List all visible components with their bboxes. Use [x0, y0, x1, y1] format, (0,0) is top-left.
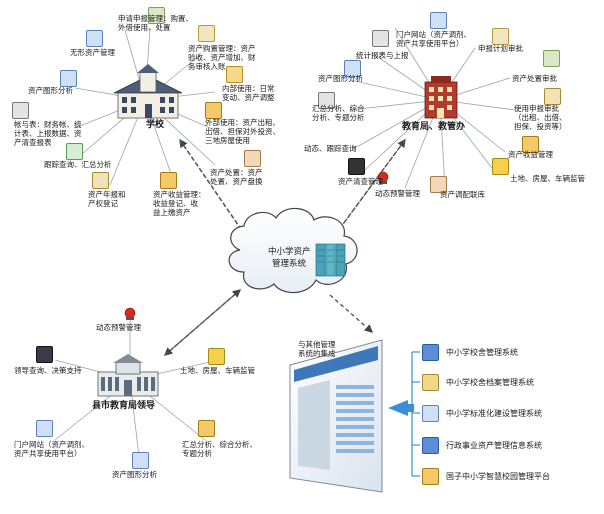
system-icon [422, 344, 439, 361]
edit-icon [198, 25, 215, 42]
monitor-icon [36, 420, 53, 437]
certificate-icon [92, 172, 109, 189]
school-item-external-use: 外部使用：资产出租、 出借、担保对外投资、 三地房屋使用 [205, 118, 280, 145]
document-icon [86, 30, 103, 47]
bureau-item-portal: 门户网站（资产调剂、 资产共享使用平台） [396, 30, 471, 48]
table-icon [12, 102, 29, 119]
bureau-item-analysis: 汇总分析、综合 分析、专题分析 [312, 104, 365, 122]
integration-screen [289, 339, 383, 493]
system-icon [422, 468, 439, 485]
system-item-archive: 中小学校舍档案管理系统 [446, 378, 534, 387]
school-item-internal-use: 内部使用：日常 变动、资产调整 [222, 84, 275, 102]
bureau-item-plan-approval: 申报计划审批 [478, 44, 523, 53]
system-icon [422, 374, 439, 391]
chart-icon [60, 70, 77, 87]
county-item-land: 土地、房屋、车辆监管 [180, 366, 255, 375]
coins-icon [522, 136, 539, 153]
integration-arrow [388, 400, 414, 416]
system-icon [422, 405, 439, 422]
person-icon [36, 346, 53, 363]
school-building-icon [113, 64, 183, 119]
system-item-admin-assets: 行政事业资产管理信息系统 [446, 441, 542, 450]
hand-icon [430, 176, 447, 193]
search-icon [66, 143, 83, 160]
county-item-alarm: 动态预警管理 [96, 323, 141, 332]
school-item-chart: 资产图形分析 [28, 86, 73, 95]
report-icon [372, 30, 389, 47]
system-item-standard: 中小学标准化建设管理系统 [446, 409, 542, 418]
chart-icon [344, 60, 361, 77]
school-item-intangible: 无形资产管理 [70, 48, 115, 57]
qr-code-icon [348, 158, 365, 175]
system-icon [422, 437, 439, 454]
analysis-icon [318, 92, 335, 109]
bureau-item-disposal-approval: 资产处置审批 [512, 74, 557, 83]
car-icon [492, 158, 509, 175]
coins-icon [198, 420, 215, 437]
system-item-building: 中小学校舍管理系统 [446, 348, 518, 357]
server-icon [315, 243, 346, 277]
school-item-revenue: 资产收益管理： 收益登记、收 益上缴资产 [153, 190, 206, 217]
bureau-item-inventory: 资产清查管理 [338, 177, 383, 186]
bureau-item-use-approval: 使用申报审批 （出租、出借、 担保、投资等） [514, 104, 567, 131]
bureau-item-stats: 统计报表与上报 [356, 51, 409, 60]
school-item-tracking: 跟踪查询、汇总分析 [44, 160, 112, 169]
hand-icon [244, 150, 261, 167]
bureau-title: 教育局、教管办 [402, 122, 466, 132]
system-item-smart-campus: 国子中小学智慧校园管理平台 [446, 472, 550, 481]
school-item-ledger: 帐与表：财务帐、统 计表、上报数据、资 产清查报表 [14, 120, 82, 147]
approval-icon [544, 88, 561, 105]
school-item-disposal: 资产处置：资产 处置、资产盘换 [210, 168, 263, 186]
bureau-building-icon [424, 76, 458, 119]
school-item-annual-report: 资产年报和 产权登记 [88, 190, 126, 208]
school-item-apply: 申请申报管理：购置、 外借使用、处置 [118, 14, 193, 32]
school-title: 学校 [146, 120, 165, 130]
bureau-item-land: 土地、房屋、车辆监管 [510, 174, 585, 183]
bureau-item-revenue: 资产收益管理 [508, 150, 553, 159]
pen-icon [492, 28, 509, 45]
folder-icon [226, 66, 243, 83]
county-item-leader-query: 领导查询、决策支持 [14, 366, 82, 375]
form-icon [148, 7, 165, 24]
integration-label: 与其他管理 系统的集成 [298, 340, 336, 358]
bureau-item-tracking: 动态、跟踪查询 [304, 144, 357, 153]
county-item-portal: 门户网站（资产调剂、 资产共享使用平台） [14, 440, 89, 458]
stamp-icon [543, 50, 560, 67]
bureau-item-alarm: 动态预警管理 [375, 189, 420, 198]
alarm-light-icon [124, 171, 389, 320]
monitor-icon [430, 12, 447, 29]
bureau-item-allocation: 资产调配联库 [440, 190, 485, 199]
money-icon [205, 102, 222, 119]
dashed-arrows [163, 138, 406, 356]
county-title: 县市教育局领导 [92, 401, 156, 411]
county-item-analysis: 汇总分析、综合分析、 专题分析 [182, 440, 257, 458]
coins-icon [160, 172, 177, 189]
center-title-line1: 中小学资产 [268, 247, 311, 257]
center-title-line2: 管理系统 [272, 259, 307, 269]
car-icon [208, 348, 225, 365]
chart-icon [132, 452, 149, 469]
county-building-icon [97, 354, 159, 397]
bureau-item-chart: 资产图形分析 [318, 74, 363, 83]
county-item-chart: 资产图形分析 [112, 470, 157, 479]
school-item-purchase: 资产购置管理：资产 验收、资产增加、财 务审核入账 [188, 44, 256, 71]
